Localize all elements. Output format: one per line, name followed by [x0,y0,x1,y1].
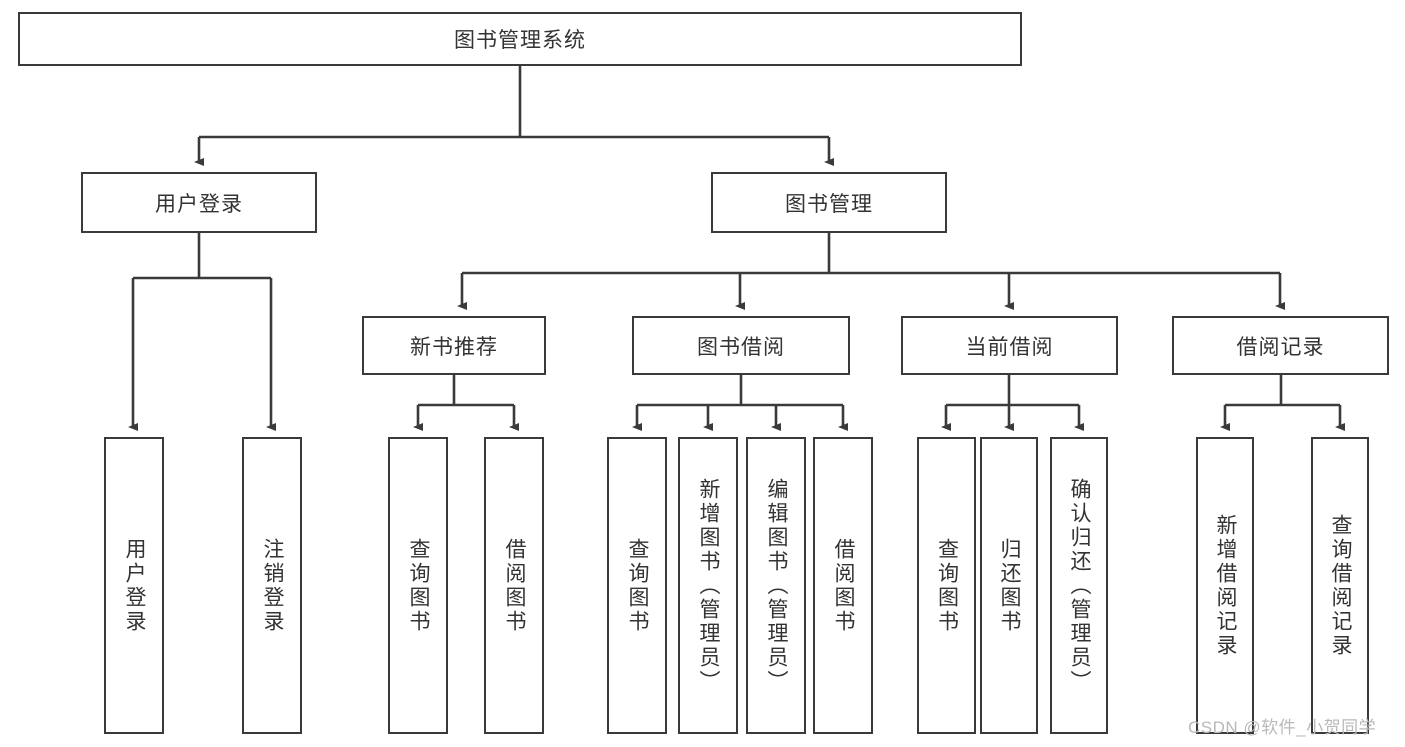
node-leaf-add-record-label: 新增借阅记录 [1214,513,1238,658]
node-book-management-label: 图书管理 [785,192,873,216]
node-leaf-query-book-1[interactable]: 查询图书 [388,437,448,734]
node-borrow-record-label: 借阅记录 [1236,335,1325,359]
node-leaf-borrow-book-2-label: 借阅图书 [832,537,856,634]
node-root[interactable]: 图书管理系统 [18,12,1022,66]
node-leaf-edit-book-label: 编辑图书（管理员） [765,477,789,694]
csdn-watermark: CSDN @软件_小贺同学 [1188,718,1377,737]
node-current-borrow-label: 当前借阅 [965,335,1054,359]
node-leaf-add-book[interactable]: 新增图书（管理员） [678,437,738,734]
node-leaf-query-book-2-label: 查询图书 [626,537,650,634]
node-book-management[interactable]: 图书管理 [711,172,947,233]
node-leaf-logout-label: 注销登录 [261,537,285,634]
node-new-book-recommend-label: 新书推荐 [410,335,498,359]
node-user-login[interactable]: 用户登录 [81,172,317,233]
node-leaf-user-login[interactable]: 用户登录 [104,437,164,734]
node-leaf-confirm-return-label: 确认归还（管理员） [1068,477,1092,694]
node-root-label: 图书管理系统 [454,29,586,52]
node-new-book-recommend[interactable]: 新书推荐 [362,316,546,375]
node-leaf-user-login-label: 用户登录 [123,537,147,634]
node-book-borrow[interactable]: 图书借阅 [632,316,850,375]
node-leaf-query-book-3-label: 查询图书 [935,537,959,634]
node-leaf-borrow-book-2[interactable]: 借阅图书 [813,437,873,734]
node-leaf-add-record[interactable]: 新增借阅记录 [1196,437,1254,734]
node-leaf-return-book-label: 归还图书 [998,537,1022,634]
node-leaf-borrow-book-1[interactable]: 借阅图书 [484,437,544,734]
node-book-borrow-label: 图书借阅 [697,335,785,359]
node-leaf-logout[interactable]: 注销登录 [242,437,302,734]
node-leaf-add-book-label: 新增图书（管理员） [697,477,721,694]
node-borrow-record[interactable]: 借阅记录 [1172,316,1389,375]
node-leaf-query-book-1-label: 查询图书 [407,537,431,634]
node-leaf-return-book[interactable]: 归还图书 [980,437,1038,734]
node-leaf-query-record[interactable]: 查询借阅记录 [1311,437,1369,734]
node-leaf-borrow-book-1-label: 借阅图书 [503,537,527,634]
node-leaf-edit-book[interactable]: 编辑图书（管理员） [746,437,806,734]
node-leaf-confirm-return[interactable]: 确认归还（管理员） [1050,437,1108,734]
node-current-borrow[interactable]: 当前借阅 [901,316,1118,375]
node-leaf-query-book-2[interactable]: 查询图书 [607,437,667,734]
node-leaf-query-record-label: 查询借阅记录 [1329,513,1353,658]
node-leaf-query-book-3[interactable]: 查询图书 [917,437,976,734]
node-user-login-label: 用户登录 [155,192,243,216]
